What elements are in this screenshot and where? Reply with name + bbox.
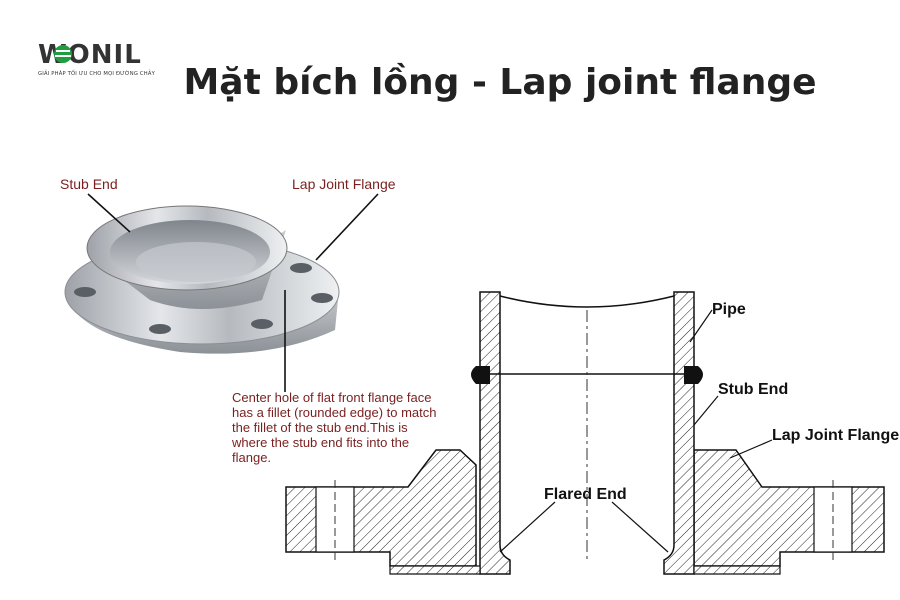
leader-line xyxy=(87,193,131,233)
section-label-stub-end: Stub End xyxy=(718,381,788,398)
section-drawing: Pipe Stub End Lap Joint Flange Flared En… xyxy=(285,291,899,575)
section-label-pipe: Pipe xyxy=(712,301,746,318)
flange-section-left xyxy=(285,449,477,567)
photo-label-lap-joint-flange: Lap Joint Flange xyxy=(292,176,396,192)
leader-line xyxy=(315,193,379,261)
flange-section-right xyxy=(693,449,885,567)
weld-bead-right xyxy=(684,366,703,384)
stub-end-inner-wall xyxy=(136,242,256,282)
bolt-hole-icon xyxy=(311,293,333,303)
pipe-wall-left xyxy=(479,291,511,575)
page-title: Mặt bích lồng - Lap joint flange xyxy=(183,62,817,103)
bolt-hole-icon xyxy=(149,324,171,334)
bolt-hole-icon xyxy=(74,287,96,297)
flare-left xyxy=(389,565,481,575)
logo-tagline: GIẢI PHÁP TỐI ƯU CHO MỌI ĐƯỜNG CHẢY xyxy=(38,71,155,77)
flange-photo xyxy=(64,205,340,354)
pipe-wall-right xyxy=(663,291,695,575)
photo-note: Center hole of flat front flange face ha… xyxy=(232,390,437,465)
logo-mark-icon xyxy=(54,45,72,63)
leader-line xyxy=(693,395,719,426)
leader-line xyxy=(689,309,713,343)
bolt-hole-icon xyxy=(290,263,312,273)
leader-line xyxy=(499,501,556,553)
weld-bead-left xyxy=(471,366,490,384)
pipe-cut-edge xyxy=(499,295,675,308)
leader-line xyxy=(611,501,669,553)
section-label-flared-end: Flared End xyxy=(544,486,627,503)
photo-label-stub-end: Stub End xyxy=(60,176,118,192)
section-label-lap-joint-flange: Lap Joint Flange xyxy=(772,427,899,444)
bolt-hole-icon xyxy=(251,319,273,329)
leader-line xyxy=(729,439,773,459)
flare-right xyxy=(693,565,781,575)
